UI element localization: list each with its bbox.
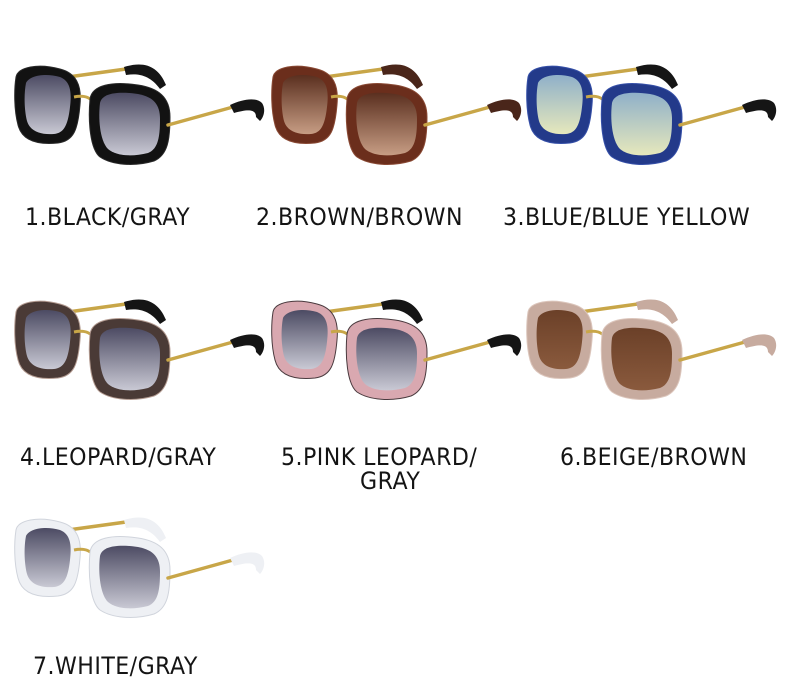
sunglasses-blue-blueyellow-image: [526, 64, 777, 165]
sunglasses-black-gray-image: [14, 64, 265, 165]
variant-label: 1.BLACK/GRAY: [25, 203, 191, 231]
variant-label: 4.LEOPARD/GRAY: [20, 443, 217, 471]
variant-label: 5.PINK LEOPARD/: [281, 443, 478, 471]
sunglasses-white-gray-image: [14, 517, 265, 618]
sunglasses-leopard-gray-image: [14, 299, 265, 400]
variant-label: 7.WHITE/GRAY: [33, 652, 198, 680]
sunglasses-pinkleopard-gray-image: [271, 299, 522, 400]
sunglasses-beige-brown-image: [526, 299, 777, 400]
variant-label: 6.BEIGE/BROWN: [560, 443, 748, 471]
variant-label: 3.BLUE/BLUE YELLOW: [503, 203, 751, 231]
variant-label-line2: GRAY: [360, 467, 421, 495]
sunglasses-brown-brown-image: [271, 64, 522, 165]
variant-label: 2.BROWN/BROWN: [256, 203, 463, 231]
